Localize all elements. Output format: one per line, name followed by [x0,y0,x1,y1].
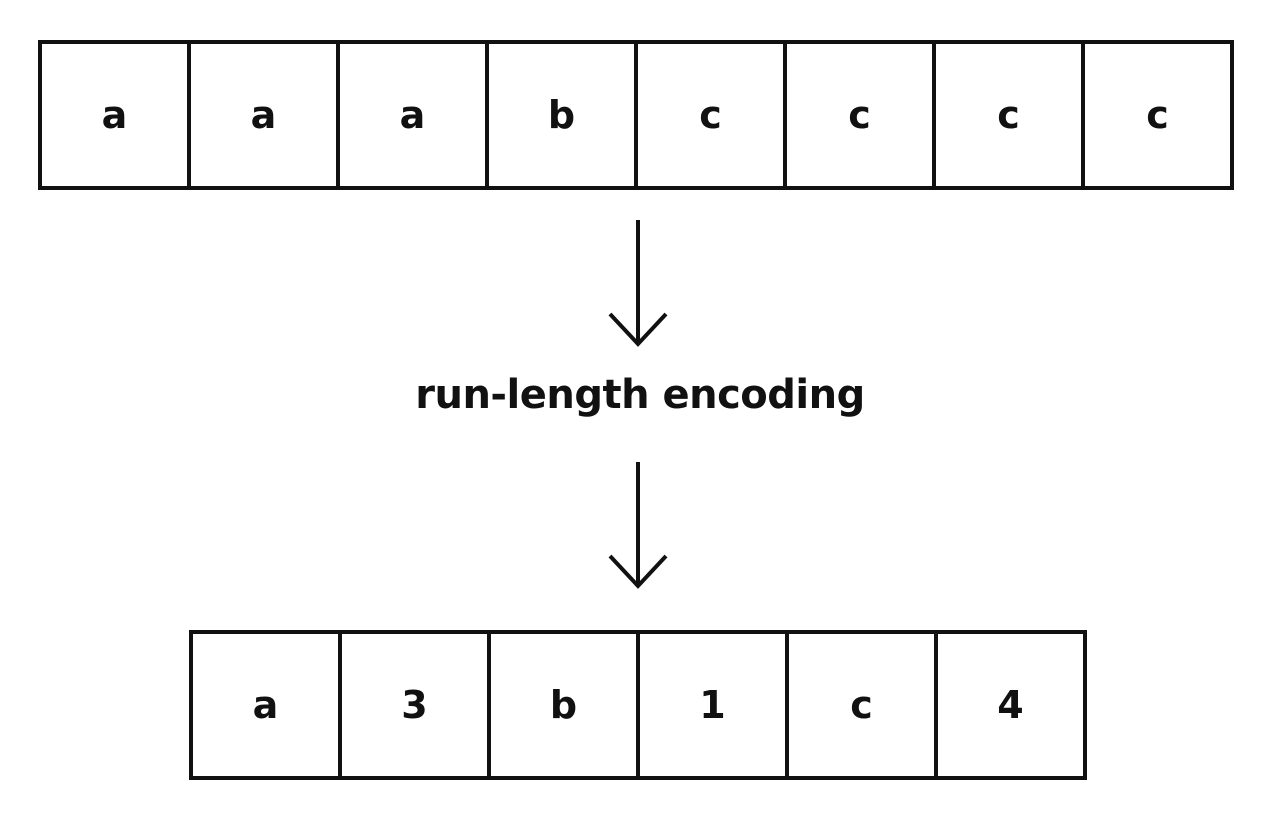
encoded-cell: 3 [338,630,491,780]
encoded-cell: c [785,630,938,780]
input-cell: a [336,40,489,190]
input-cell: c [783,40,936,190]
encoded-cell: a [189,630,342,780]
process-label: run-length encoding [415,372,865,418]
encoded-cell: b [487,630,640,780]
input-cell: a [38,40,191,190]
encoded-sequence: a 3 b 1 c 4 [189,630,1087,780]
encoded-cell: 4 [934,630,1087,780]
input-cell: c [634,40,787,190]
input-cell: a [187,40,340,190]
input-cell: c [1081,40,1234,190]
input-cell: b [485,40,638,190]
arrow-down-icon [608,462,668,589]
encoded-cell: 1 [636,630,789,780]
arrow-down-icon [608,220,668,347]
input-sequence: a a a b c c c c [38,40,1234,190]
input-cell: c [932,40,1085,190]
